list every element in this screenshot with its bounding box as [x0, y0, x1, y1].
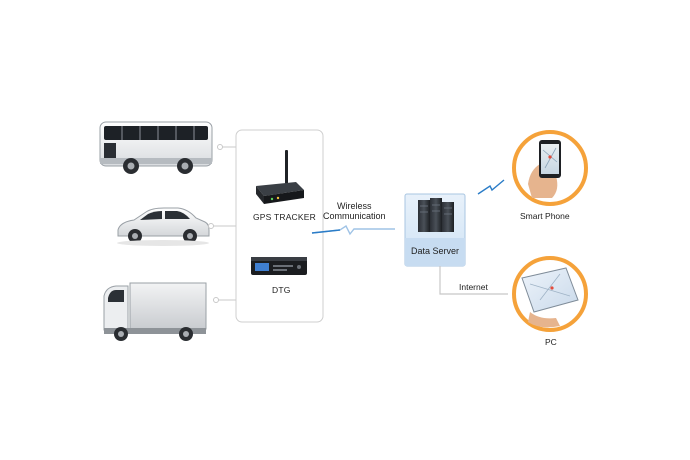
car-icon [117, 207, 210, 246]
wireless-signal [311, 224, 395, 236]
dtg-icon [251, 257, 307, 275]
smartphone-signal [477, 179, 505, 195]
data-server-label: Data Server [410, 246, 460, 256]
smart-phone-label: Smart Phone [520, 211, 570, 221]
smart-phone-icon [512, 130, 588, 206]
gps-tracker-label: GPS TRACKER [253, 212, 316, 222]
truck-icon [103, 282, 207, 341]
internet-line [439, 266, 508, 295]
pc-icon [512, 256, 588, 332]
internet-label: Internet [459, 282, 488, 292]
dtg-label: DTG [272, 285, 291, 295]
bus-icon [99, 121, 213, 174]
pc-label: PC [545, 337, 557, 347]
wireless-line2: Communication [323, 211, 386, 221]
wireless-label: Wireless Communication [323, 201, 386, 221]
vehicle-connectors [208, 144, 236, 303]
server-rack-icon [418, 198, 454, 232]
data-server-node [404, 193, 466, 267]
gps-tracker-icon [256, 150, 304, 204]
wireless-line1: Wireless [337, 201, 372, 211]
